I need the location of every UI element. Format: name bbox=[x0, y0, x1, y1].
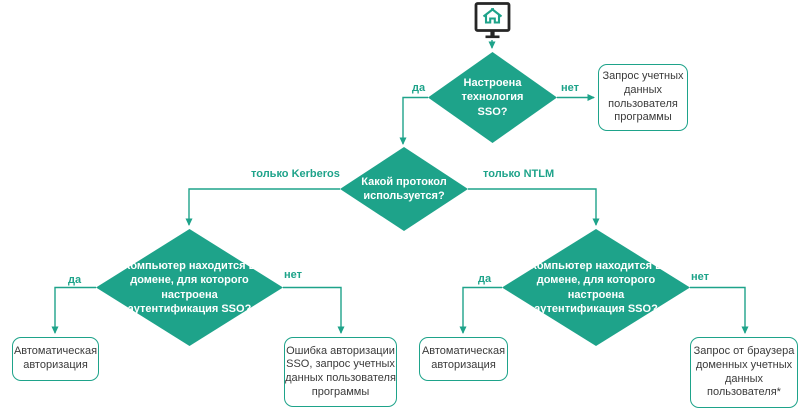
result-auto-auth-right: Автоматическая авторизация bbox=[419, 337, 508, 381]
edge-label-kerberos-yes: да bbox=[68, 274, 82, 286]
edge-kerberos-yes bbox=[51, 286, 96, 334]
result-app-credentials: Запрос учетных данных пользователя прогр… bbox=[598, 64, 688, 131]
decision-kerberos-domain-label: Компьютер находится в домене, для которо… bbox=[123, 259, 256, 315]
decision-protocol-label: Какой протокол используется? bbox=[361, 175, 447, 202]
decision-sso-configured: Настроена технология SSO? bbox=[428, 52, 557, 143]
edge-protocol-ntlm bbox=[468, 188, 600, 226]
edge-ntlm-no bbox=[690, 286, 749, 334]
edge-label-ntlm-yes: да bbox=[478, 273, 492, 285]
edge-label-sso-no: нет bbox=[561, 82, 580, 94]
decision-kerberos-domain: Компьютер находится в домене, для которо… bbox=[96, 229, 283, 346]
decision-protocol: Какой протокол используется? bbox=[340, 147, 468, 231]
result-sso-error: Ошибка авторизации SSO, запрос учетных д… bbox=[284, 337, 397, 407]
edge-kerberos-no bbox=[283, 286, 345, 334]
edge-protocol-kerberos bbox=[185, 188, 340, 226]
edge-label-ntlm-no: нет bbox=[691, 271, 710, 283]
edge-label-kerberos: только Kerberos bbox=[251, 168, 340, 180]
monitor-home-icon bbox=[472, 1, 512, 43]
edge-sso-yes bbox=[399, 96, 428, 145]
edge-label-sso-yes: да bbox=[412, 82, 426, 94]
result-browser-credentials: Запрос от браузера доменных учетных данн… bbox=[690, 337, 798, 408]
decision-ntlm-domain-label: Компьютер находится в домене, для которо… bbox=[530, 259, 662, 315]
edge-ntlm-yes bbox=[459, 286, 502, 334]
result-auto-auth-left: Автоматическая авторизация bbox=[12, 337, 99, 381]
edge-label-ntlm: только NTLM bbox=[483, 168, 555, 180]
decision-ntlm-domain: Компьютер находится в домене, для которо… bbox=[502, 229, 690, 346]
edge-label-kerberos-no: нет bbox=[284, 269, 303, 281]
decision-sso-configured-label: Настроена технология SSO? bbox=[461, 77, 524, 118]
